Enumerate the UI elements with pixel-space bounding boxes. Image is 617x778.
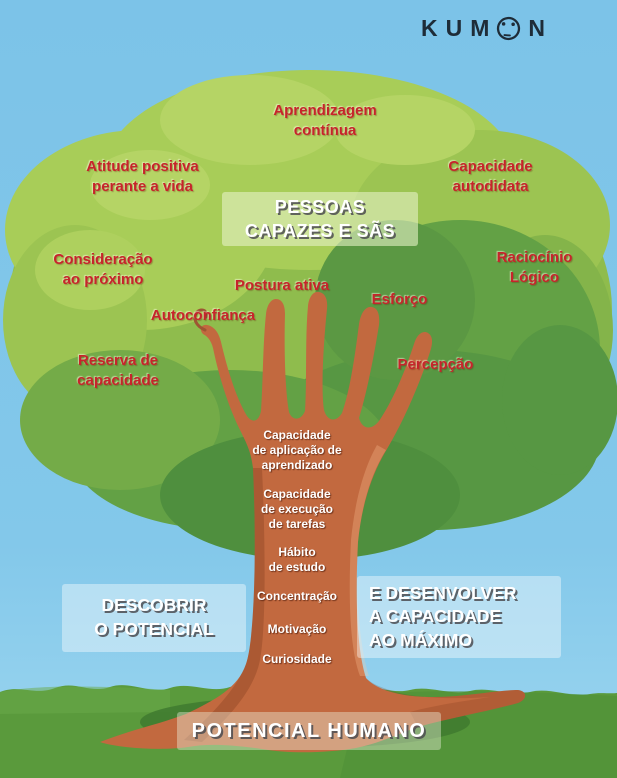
descobrir-potencial-text: DESCOBRIR O POTENCIAL [94,595,214,639]
label-reserva-de-capacidade: Reserva de capacidade [77,352,159,389]
kumon-logo-text-left: KUM [421,14,498,41]
potencial-humano-text: POTENCIAL HUMANO [191,719,427,742]
label-capacidade-execucao: Capacidade de execução de tarefas [260,487,334,531]
label-postura-ativa: Postura ativa [234,277,330,294]
label-curiosidade: Curiosidade [262,652,332,666]
desenvolver-capacidade-banner: E DESENVOLVER A CAPACIDADE AO MÁXIMO [357,576,561,658]
label-concentracao: Concentração [256,589,338,603]
label-habito-de-estudo: Hábito de estudo [268,545,326,574]
label-capacidade-aplicacao: Capacidade de aplicação de aprendizado [252,428,342,472]
label-atitude-positiva: Atitude positiva perante a vida [86,158,199,195]
label-percepcao: Percepção [397,356,474,373]
potencial-humano-banner: POTENCIAL HUMANO [177,712,441,750]
label-motivacao: Motivação [267,622,327,636]
kumon-face-icon [497,16,521,40]
tree-trunk [100,291,526,753]
label-aprendizagem-continua: Aprendizagem contínua [273,102,377,139]
pessoas-capazes-banner: PESSOAS CAPAZES E SÃS [222,192,418,246]
label-capacidade-autodidata: Capacidade autodidata [448,158,533,195]
pessoas-capazes-text: PESSOAS CAPAZES E SÃS [244,196,396,241]
kumon-logo-text-right: N [528,14,554,41]
descobrir-potencial-banner: DESCOBRIR O POTENCIAL [62,584,246,652]
label-autoconfianca: Autoconfiança [150,307,256,324]
label-esforco: Esforço [371,291,428,308]
label-consideracao-ao-proximo: Consideração ao próximo [53,251,153,288]
kumon-logo: KUM N [421,8,611,48]
label-raciocinio-logico: Raciocínio Lógico [496,249,573,286]
twig-curl [193,308,208,332]
desenvolver-capacidade-text: E DESENVOLVER A CAPACIDADE AO MÁXIMO [369,582,517,650]
